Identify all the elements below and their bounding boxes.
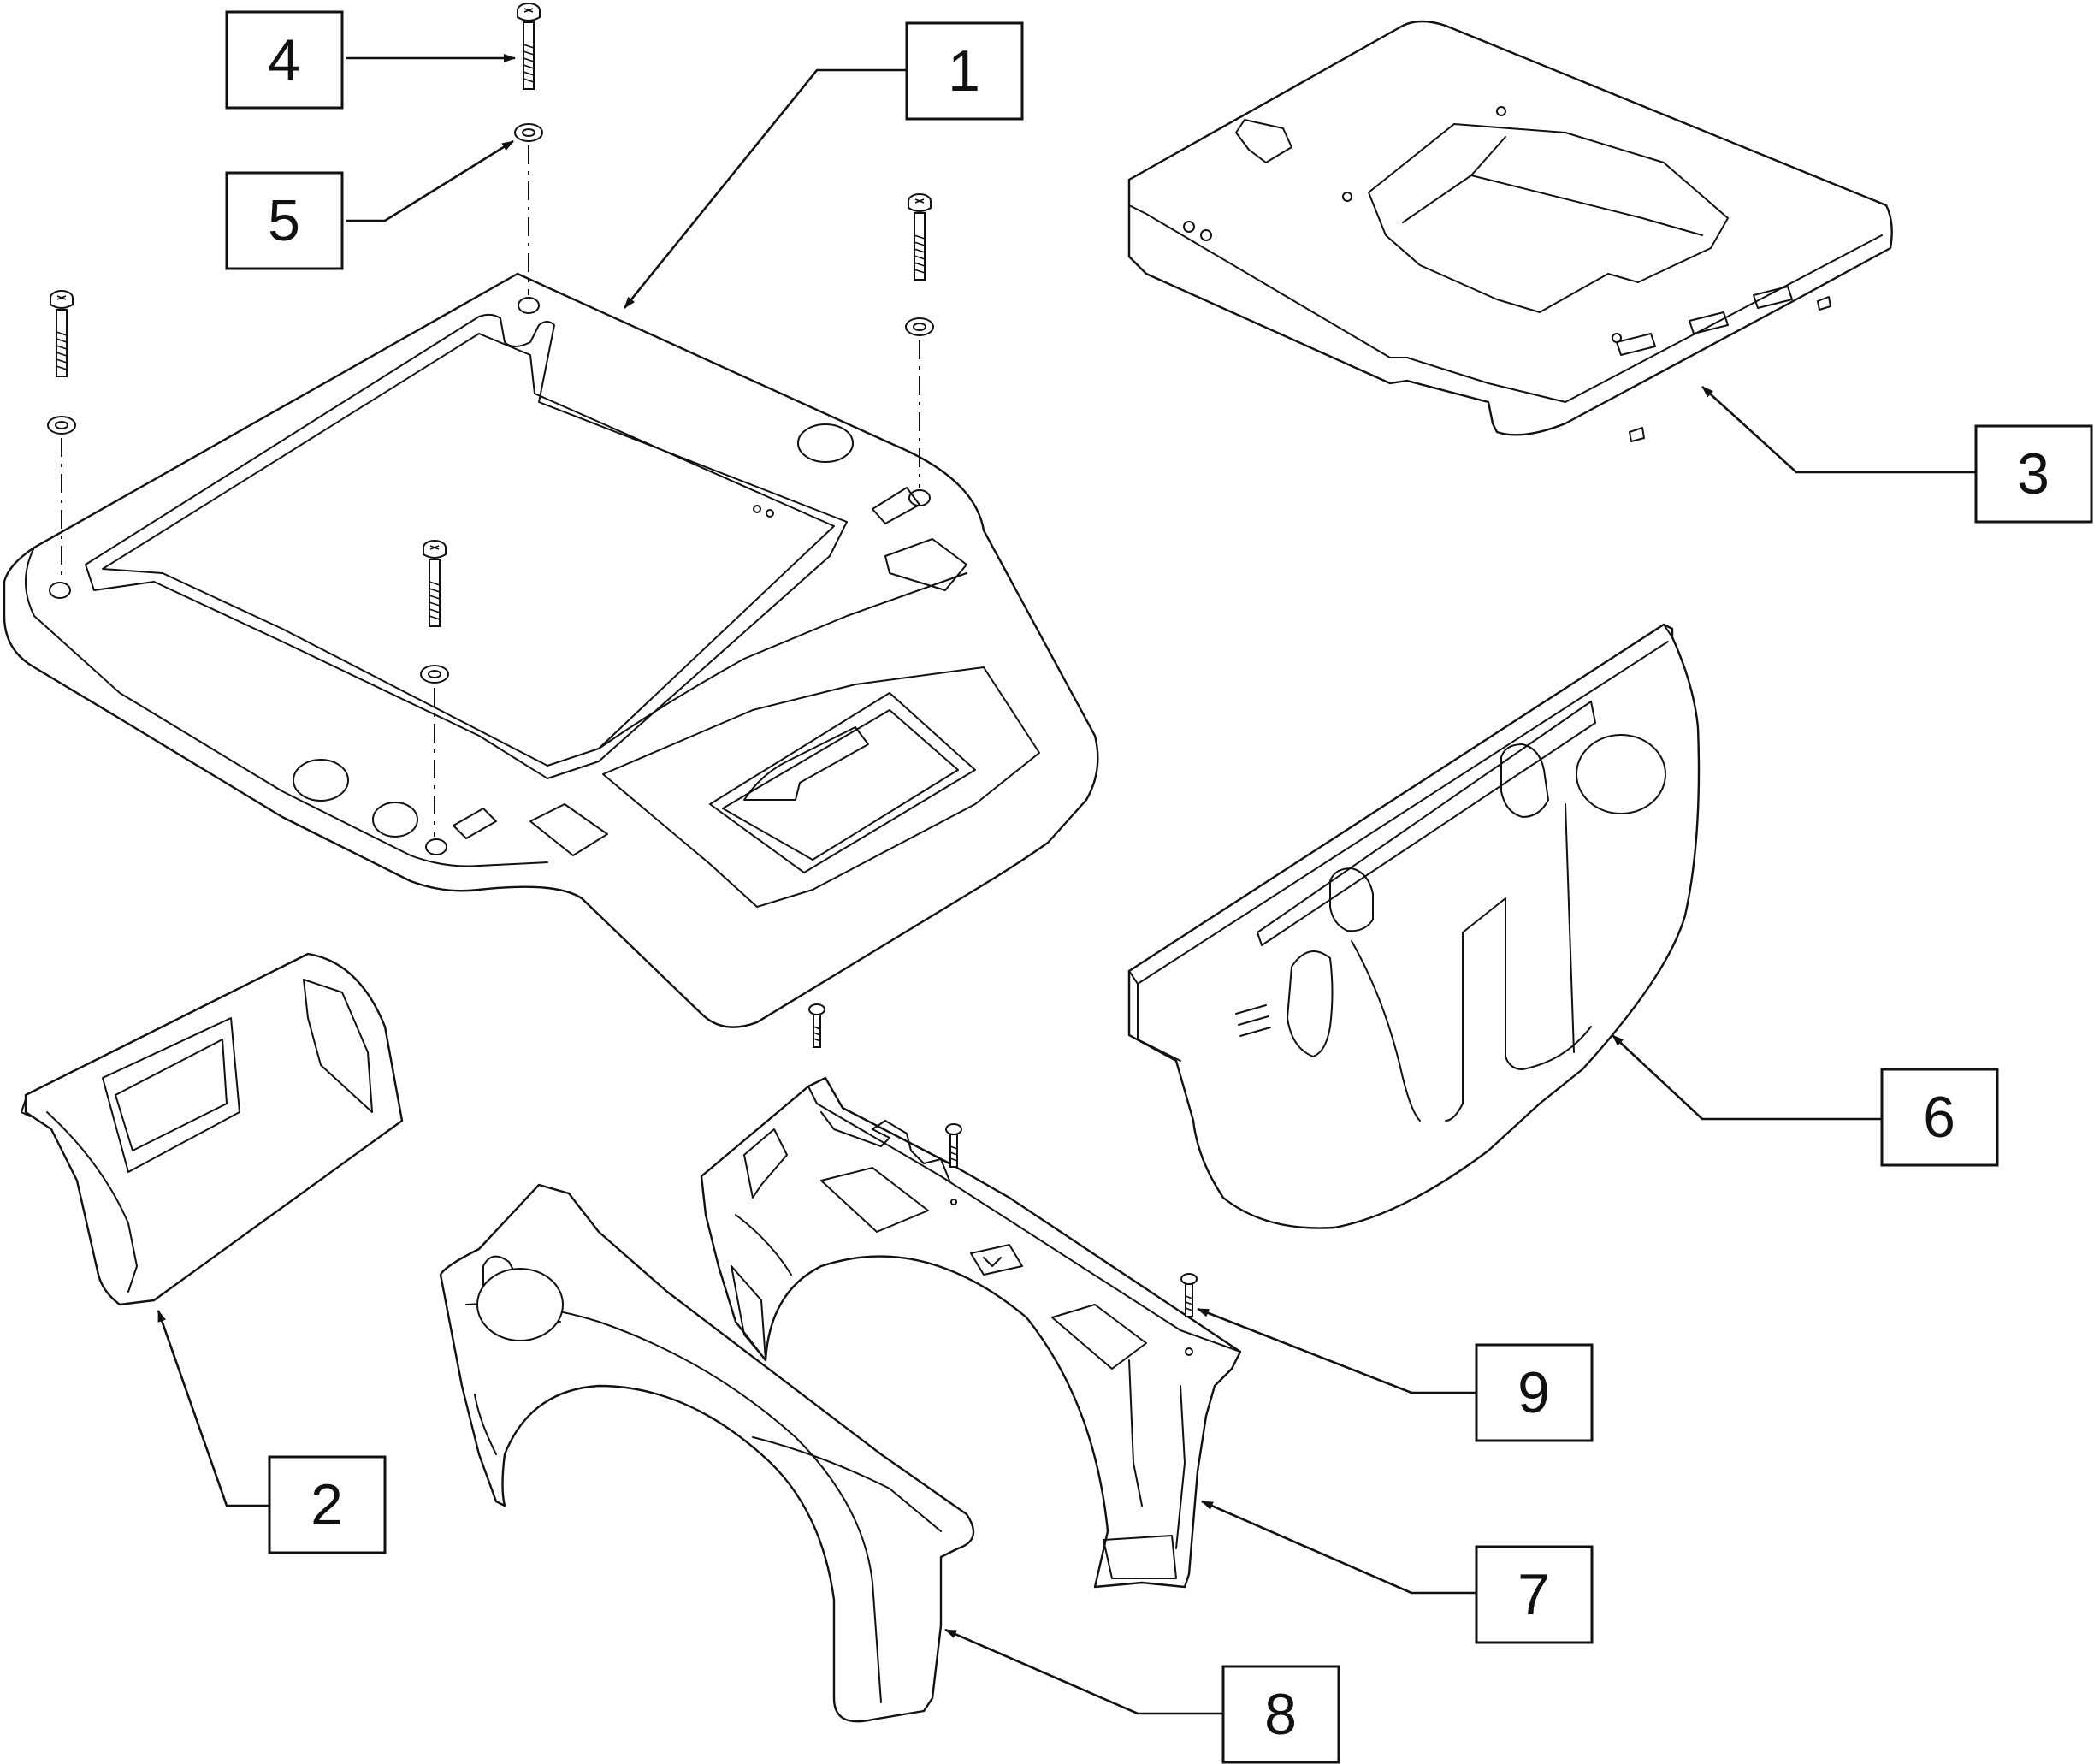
callout-2: 2 [268, 1455, 387, 1554]
callout-7: 7 [1475, 1545, 1594, 1644]
svg-text:3: 3 [2017, 441, 2050, 506]
small-screw-icon [808, 1003, 825, 1048]
screw-icon [50, 290, 74, 377]
part-1-main-shroud [3, 272, 1099, 1028]
screw-icon [908, 193, 932, 281]
leader-6 [1612, 1034, 1882, 1121]
leader-5 [346, 139, 514, 222]
svg-text:6: 6 [1923, 1085, 1955, 1150]
svg-text:4: 4 [268, 27, 300, 92]
callout-8: 8 [1222, 1665, 1340, 1764]
leader-9 [1197, 1307, 1476, 1394]
callout-3: 3 [1974, 424, 2093, 524]
washer-icon [420, 665, 449, 684]
part-6-side-shroud [1127, 623, 1701, 1229]
leader-1 [623, 68, 907, 309]
callout-5: 5 [225, 171, 344, 270]
washer-icon [47, 416, 76, 435]
part-2-cover [21, 952, 404, 1306]
leader-lines [157, 54, 1976, 1715]
part-8-fender-left [439, 1183, 975, 1723]
leader-8 [944, 1628, 1223, 1715]
callout-4: 4 [225, 10, 344, 110]
svg-text:8: 8 [1264, 1682, 1297, 1747]
part-7-fender-right [700, 1076, 1242, 1589]
svg-text:1: 1 [948, 38, 980, 104]
leader-2 [157, 1310, 269, 1507]
svg-text:5: 5 [268, 188, 300, 253]
callout-9: 9 [1475, 1343, 1594, 1442]
washer-icon [514, 123, 543, 142]
callout-1: 1 [905, 21, 1024, 121]
hardware-group [47, 3, 1198, 1356]
callout-6: 6 [1880, 1068, 1999, 1167]
part-3-base-plate [1127, 20, 1893, 442]
leader-3 [1701, 386, 1976, 474]
svg-text:2: 2 [311, 1472, 343, 1537]
svg-text:9: 9 [1517, 1360, 1550, 1425]
small-screw-icon [945, 1123, 962, 1168]
svg-text:7: 7 [1517, 1562, 1550, 1627]
washer-icon [905, 317, 934, 336]
leader-7 [1201, 1500, 1476, 1595]
small-screw-icon [1180, 1273, 1198, 1317]
screw-icon [517, 3, 541, 90]
